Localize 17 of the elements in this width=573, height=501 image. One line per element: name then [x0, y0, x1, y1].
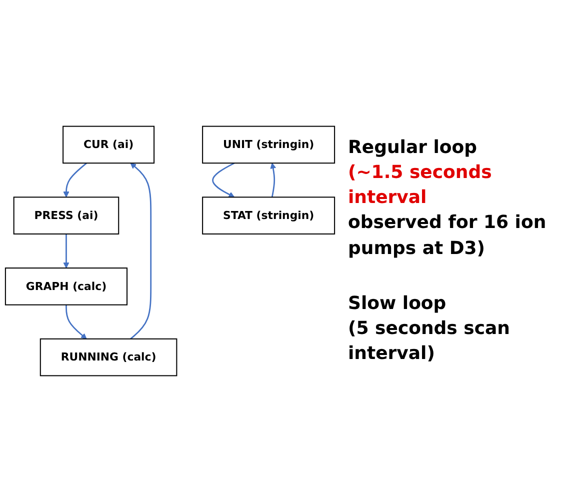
note-text: (~1.5 seconds interval — [348, 160, 493, 210]
note-text: Slow loop — [348, 292, 448, 316]
node-box: PRESS (ai) — [13, 196, 120, 234]
arrow — [63, 162, 88, 197]
node-box: CUR (ai) — [62, 125, 155, 164]
arrow — [63, 233, 70, 268]
arrow — [212, 162, 235, 197]
arrow — [270, 162, 276, 197]
node-box: UNIT (stringin) — [202, 125, 336, 164]
note-text: (5 seconds scan interval) — [348, 316, 511, 366]
arrow — [130, 162, 152, 339]
note-text: observed for 16 ion pumps at D3) — [348, 211, 548, 260]
arrow — [66, 304, 87, 339]
note-text: Regular loop — [348, 136, 478, 160]
node-box: STAT (stringin) — [202, 196, 336, 234]
node-box: GRAPH (calc) — [4, 267, 128, 305]
node-box: RUNNING (calc) — [40, 338, 178, 376]
